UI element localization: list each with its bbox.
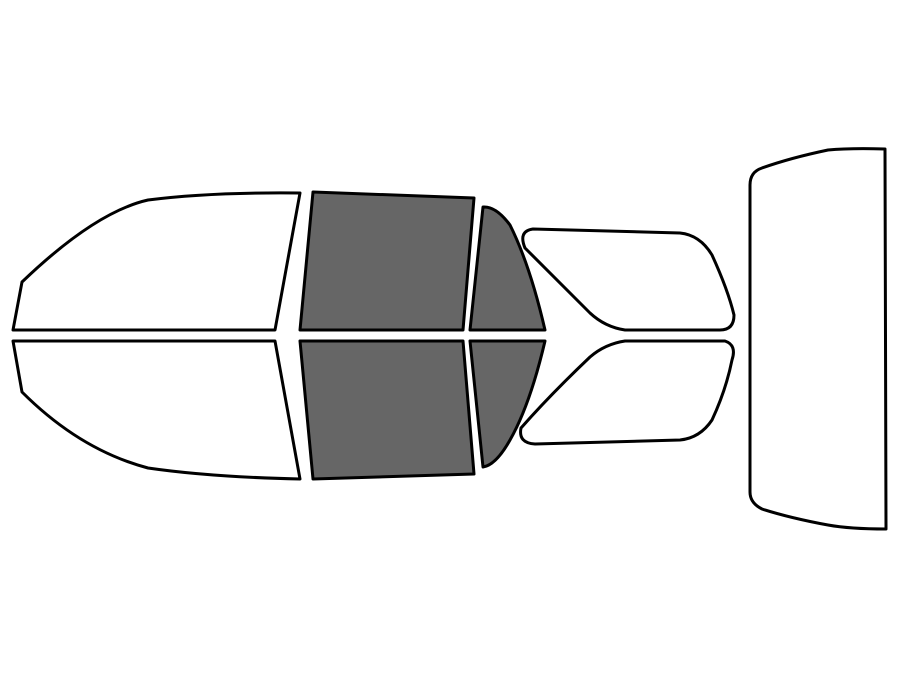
windshield-pane[interactable]	[748, 147, 888, 531]
front-left-window-pane[interactable]	[11, 191, 302, 332]
rear-left-quarter-window-pane[interactable]	[468, 205, 547, 332]
front-right-window-pane[interactable]	[11, 339, 302, 481]
right-cargo-window-pane[interactable]	[519, 339, 735, 446]
left-cargo-window-pane[interactable]	[521, 227, 736, 332]
rear-right-quarter-window-pane[interactable]	[468, 339, 547, 469]
rear-right-door-window-pane[interactable]	[298, 339, 476, 481]
rear-left-door-window-pane[interactable]	[298, 190, 476, 332]
